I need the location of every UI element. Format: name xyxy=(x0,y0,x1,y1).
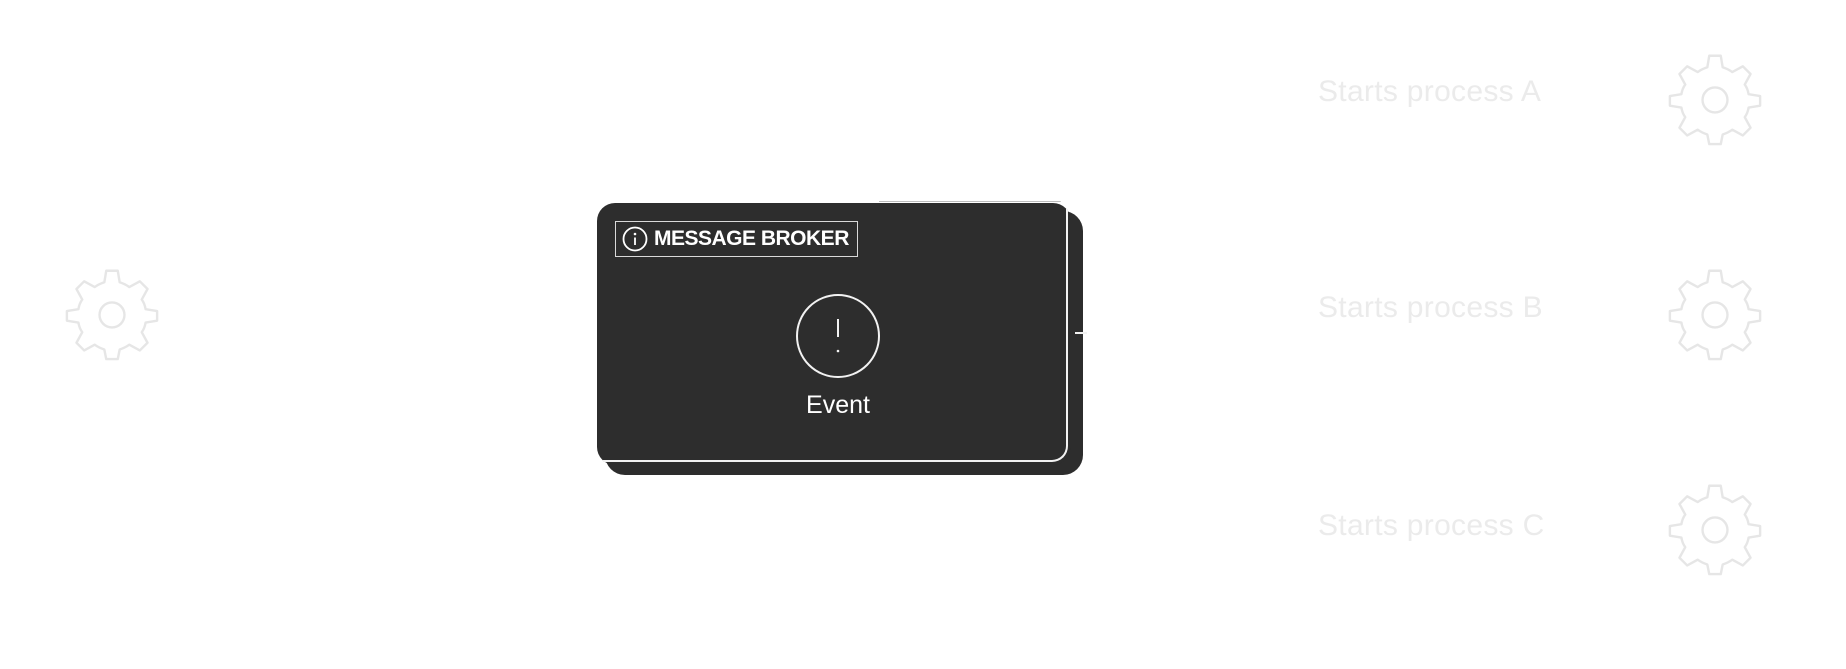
process-a-gear-icon xyxy=(1667,50,1763,146)
broker-output-port xyxy=(1075,332,1087,334)
source-gear-icon xyxy=(64,265,160,361)
process-c-label: Starts process C xyxy=(1318,509,1545,542)
broker-title: MESSAGE BROKER xyxy=(654,227,849,250)
exclamation-icon xyxy=(796,294,880,378)
gear-icon xyxy=(1668,269,1762,361)
process-a-label: Starts process A xyxy=(1318,75,1542,108)
message-broker[interactable]: MESSAGE BROKER Event xyxy=(597,201,1087,475)
gear-icon xyxy=(1668,484,1762,576)
process-b-gear-icon xyxy=(1667,265,1763,361)
broker-title-tag: MESSAGE BROKER xyxy=(615,221,858,257)
broker-card: MESSAGE BROKER Event xyxy=(597,201,1071,465)
process-b-label: Starts process B xyxy=(1318,291,1543,324)
info-icon xyxy=(622,226,648,252)
gear-icon xyxy=(65,269,159,361)
event-label: Event xyxy=(806,391,870,419)
gear-icon xyxy=(1668,54,1762,146)
process-c-gear-icon xyxy=(1667,480,1763,576)
